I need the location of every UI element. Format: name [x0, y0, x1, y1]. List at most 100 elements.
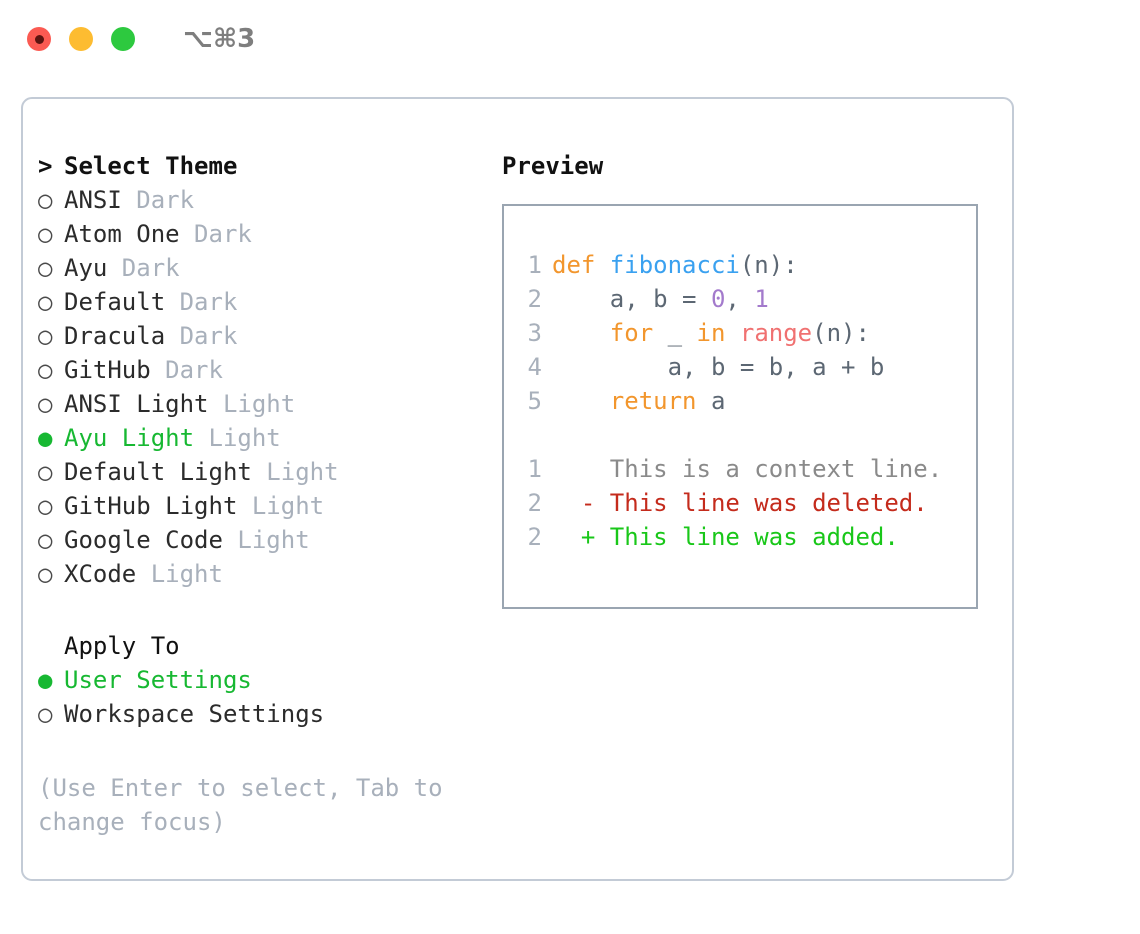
code-line: 4 a, b = b, a + b [504, 350, 976, 384]
code-token: in [696, 319, 726, 347]
radio-selected-icon: ● [38, 666, 53, 694]
code-token: (n): [739, 251, 798, 279]
theme-option-label: Google Code [64, 526, 223, 554]
theme-option-variant: Light [237, 492, 325, 520]
line-number: 2 [527, 285, 542, 313]
theme-option-dracula[interactable]: ○Dracula Dark [38, 319, 498, 353]
diff-text: This is a context line. [595, 455, 943, 483]
diff-line-add: 2 + This line was added. [504, 520, 976, 554]
focus-marker: > [38, 152, 53, 180]
code-token: a, b = b, a + b [552, 353, 885, 381]
theme-option-variant: Dark [165, 288, 238, 316]
diff-line-del: 2 - This line was deleted. [504, 486, 976, 520]
apply-to-title: Apply To [64, 632, 180, 660]
apply-to-header: Apply To [38, 629, 498, 663]
preview-spacer [504, 418, 976, 452]
radio-unselected-icon: ○ [38, 390, 53, 418]
radio-unselected-icon: ○ [38, 492, 53, 520]
diff-marker: - [552, 489, 596, 517]
theme-option-google-code[interactable]: ○ Google Code Light [38, 523, 498, 557]
theme-option-variant: Light [222, 526, 310, 554]
radio-unselected-icon: ○ [38, 526, 53, 554]
code-line: 2 a, b = 0, 1 [504, 282, 976, 316]
theme-list: ○ANSI Dark○Atom One Dark○Ayu Dark○Defaul… [38, 183, 498, 591]
theme-option-variant: Light [194, 424, 281, 452]
theme-option-variant: Light [208, 390, 296, 418]
code-token: fibonacci [609, 251, 740, 279]
apply-option-workspace-settings[interactable]: ○Workspace Settings [38, 697, 498, 731]
code-token: for [609, 319, 654, 347]
theme-option-label: ANSI [64, 186, 122, 214]
code-line: 5 return a [504, 384, 976, 418]
line-number: 3 [527, 319, 542, 347]
radio-unselected-icon: ○ [38, 288, 53, 316]
apply-option-label: Workspace Settings [64, 700, 325, 728]
radio-unselected-icon: ○ [38, 220, 53, 248]
theme-option-variant: Light [251, 458, 339, 486]
line-number: 4 [527, 353, 542, 381]
preview-title: Preview [502, 152, 604, 180]
close-button-icon[interactable] [27, 27, 51, 51]
keyboard-shortcut-label: ⌥⌘3 [183, 24, 256, 54]
theme-option-label: XCode [64, 560, 137, 588]
minimize-button-icon[interactable] [69, 27, 93, 51]
code-token: , [725, 285, 755, 313]
code-token: def [552, 251, 610, 279]
code-token: _ [653, 319, 697, 347]
line-number: 5 [527, 387, 542, 415]
diff-text: This line was added. [595, 523, 899, 551]
theme-option-github-light[interactable]: ○ GitHub Light Light [38, 489, 498, 523]
diff-sample: 1 This is a context line.2 - This line w… [504, 452, 976, 554]
theme-option-xcode[interactable]: ○XCode Light [38, 557, 498, 591]
theme-option-ayu-light[interactable]: ●Ayu Light Light [38, 421, 498, 455]
theme-option-label: Dracula [64, 322, 166, 350]
diff-marker: + [552, 523, 596, 551]
code-token [552, 319, 610, 347]
code-line: 1 def fibonacci(n): [504, 248, 976, 282]
theme-option-label: Ayu [64, 254, 108, 282]
theme-option-github[interactable]: ○ GitHub Dark [38, 353, 498, 387]
select-theme-title: Select Theme [64, 152, 238, 180]
line-number: 1 [527, 455, 542, 483]
theme-option-ansi[interactable]: ○ANSI Dark [38, 183, 498, 217]
line-number: 1 [527, 251, 542, 279]
apply-to-marker [38, 629, 64, 663]
radio-selected-icon: ● [38, 424, 53, 452]
code-token: (n): [812, 319, 870, 347]
theme-option-label: GitHub Light [64, 492, 238, 520]
zoom-button-icon[interactable] [111, 27, 135, 51]
diff-line-ctx: 1 This is a context line. [504, 452, 976, 486]
theme-option-atom-one[interactable]: ○Atom One Dark [38, 217, 498, 251]
theme-option-default[interactable]: ○ Default Dark [38, 285, 498, 319]
theme-option-default-light[interactable]: ○ Default Light Light [38, 455, 498, 489]
code-token: return [609, 387, 697, 415]
theme-option-label: GitHub [64, 356, 151, 384]
apply-option-user-settings[interactable]: ● User Settings [38, 663, 498, 697]
theme-option-label: Default [64, 288, 166, 316]
window-controls [27, 27, 135, 51]
theme-option-variant: Dark [121, 186, 195, 214]
theme-option-label: Atom One [64, 220, 180, 248]
keyboard-hint-text: (Use Enter to select, Tab to change focu… [38, 774, 458, 836]
theme-option-ansi-light[interactable]: ○ANSI Light Light [38, 387, 498, 421]
theme-option-variant: Dark [150, 356, 223, 384]
theme-option-label: Default Light [64, 458, 252, 486]
theme-option-ayu[interactable]: ○Ayu Dark [38, 251, 498, 285]
code-token [725, 319, 739, 347]
apply-to-list: ● User Settings ○Workspace Settings [38, 663, 498, 731]
radio-unselected-icon: ○ [38, 458, 53, 486]
code-token: range [739, 319, 813, 347]
select-theme-header: > Select Theme [38, 149, 498, 183]
line-number: 2 [527, 489, 542, 517]
radio-unselected-icon: ○ [38, 322, 53, 350]
code-line: 3 for _ in range(n): [504, 316, 976, 350]
theme-selection-column: >Select Theme ○ANSI Dark○Atom One Dark○A… [38, 149, 498, 839]
theme-option-variant: Light [136, 560, 223, 588]
radio-unselected-icon: ○ [38, 356, 53, 384]
code-token: a [696, 387, 726, 415]
apply-option-label: User Settings [64, 666, 252, 694]
diff-text: This line was deleted. [595, 489, 928, 517]
code-token: a, b = [552, 285, 711, 313]
